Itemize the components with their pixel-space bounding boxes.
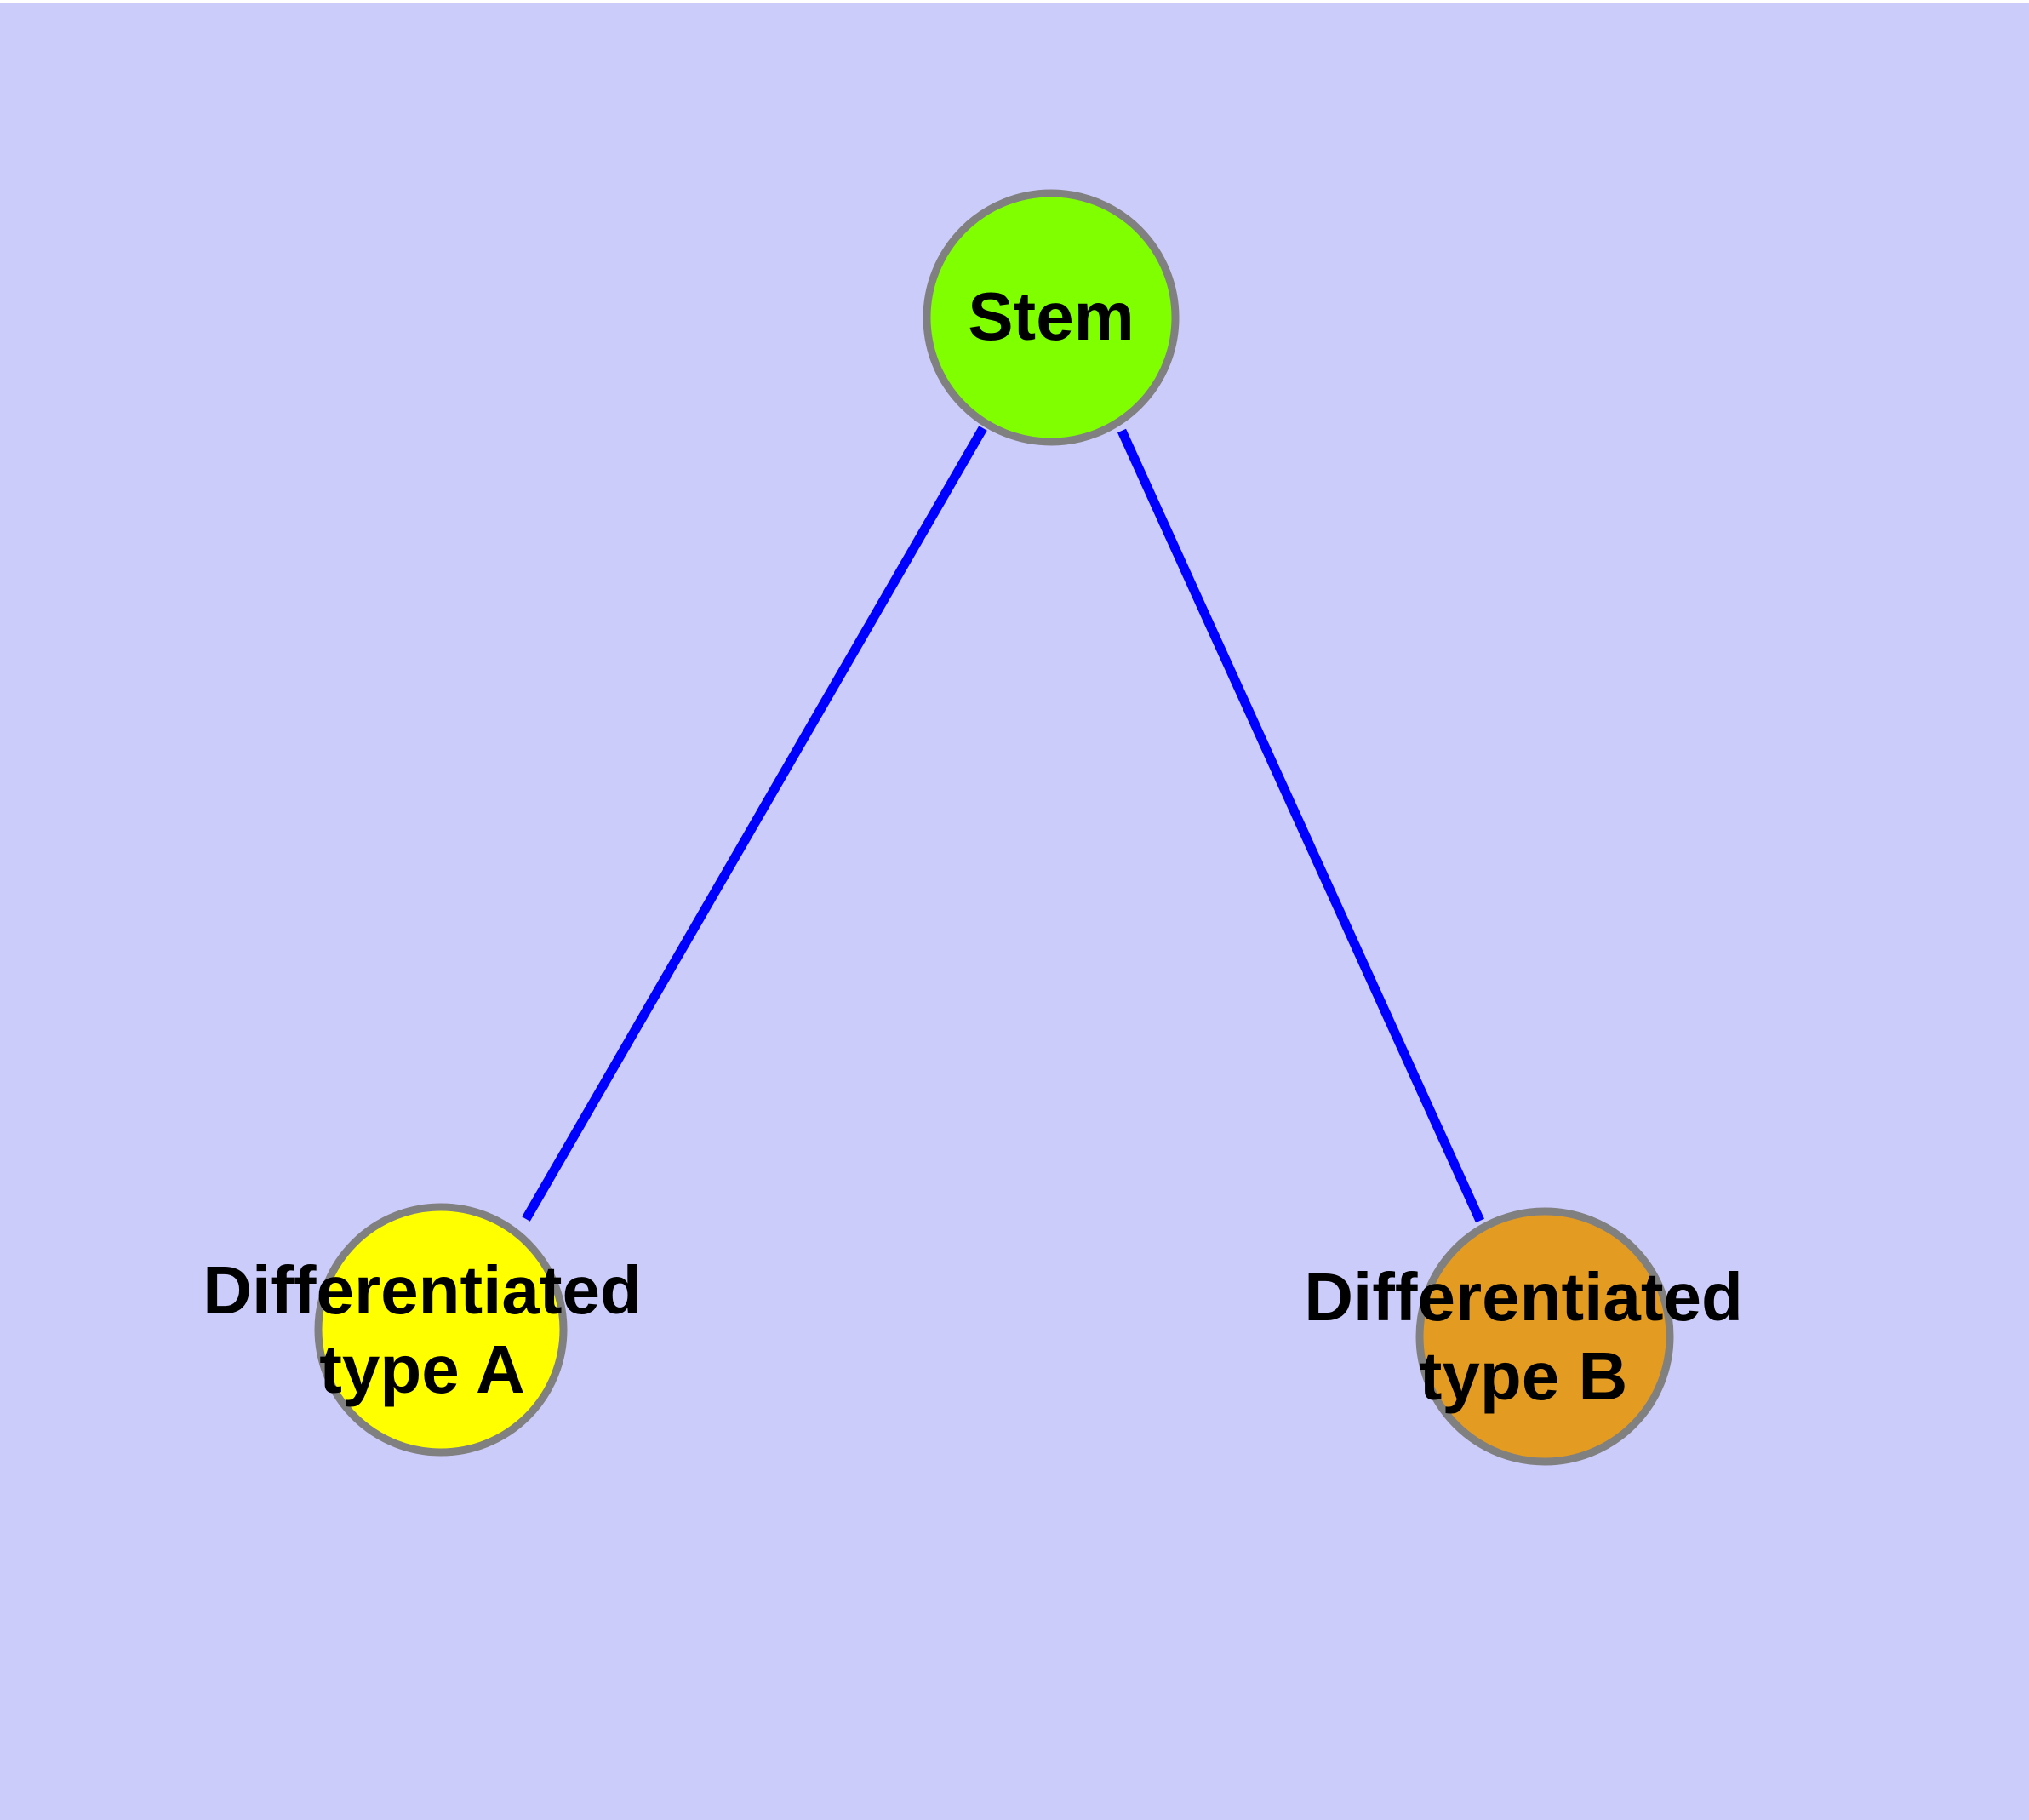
node-diff-a-label-group: Differentiated type A [203,1252,642,1407]
node-stem-label: Stem [968,278,1135,354]
node-diff-a-circle[interactable] [314,1203,568,1457]
node-diff-b-label-group: Differentiated type B [1304,1259,1743,1414]
node-diff-b-label-line2: type B [1420,1338,1628,1414]
edge-stem-to-diff-b[interactable] [1117,428,1485,1223]
node-diff-a-label-line1: Differentiated [203,1252,642,1328]
edge-group [522,426,1485,1223]
node-diff-b[interactable] [1415,1207,1674,1466]
node-diff-b-circle[interactable] [1415,1207,1674,1466]
edge-stem-to-diff-a[interactable] [522,426,987,1222]
node-stem-circle[interactable] [923,189,1180,446]
node-diff-a-label-line2: type A [319,1331,525,1407]
node-diff-a[interactable] [314,1203,568,1457]
node-diff-b-label-line1: Differentiated [1304,1259,1743,1335]
node-stem[interactable]: Stem [923,189,1180,446]
